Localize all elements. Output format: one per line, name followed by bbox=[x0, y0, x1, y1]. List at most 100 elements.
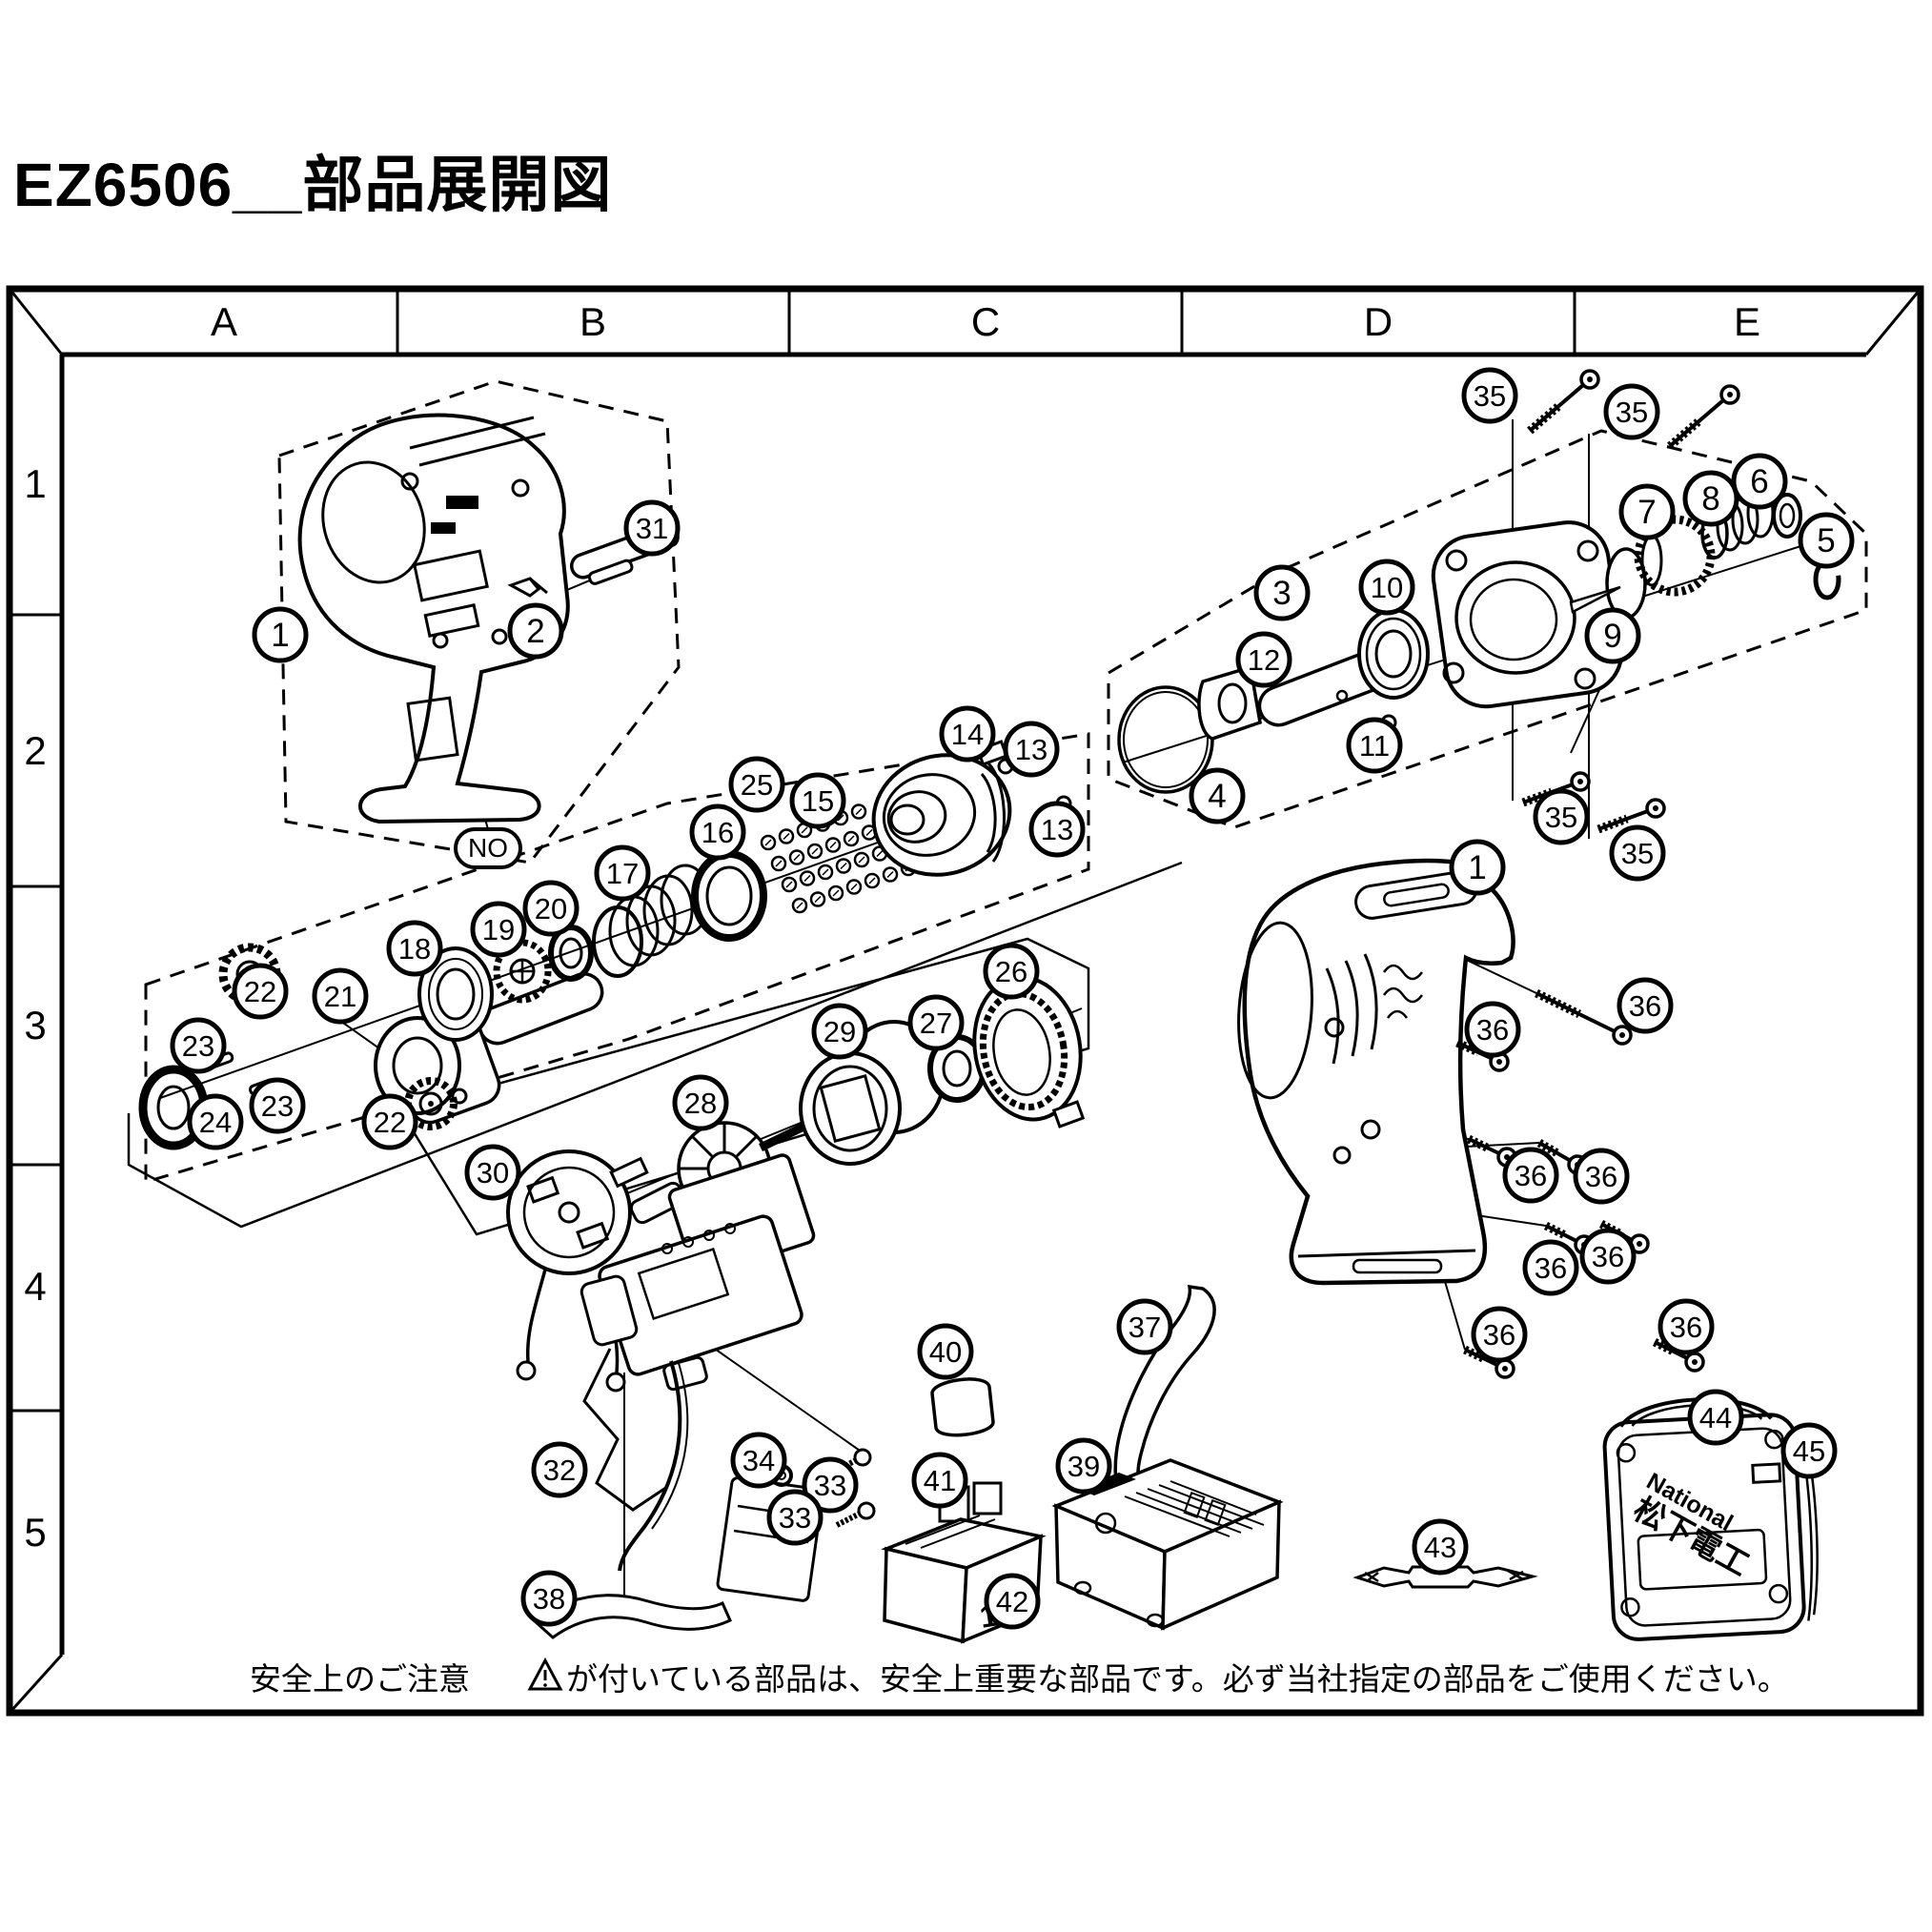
svg-text:32: 32 bbox=[543, 1454, 576, 1487]
balloon-29: 29 bbox=[811, 1003, 868, 1060]
svg-text:31: 31 bbox=[636, 512, 668, 545]
screw-35 bbox=[1527, 369, 1600, 435]
balloon-35: 35 bbox=[1609, 824, 1666, 882]
balloon-45: 45 bbox=[1780, 1422, 1838, 1479]
balloon-33: 33 bbox=[766, 1489, 824, 1546]
balloon-7: 7 bbox=[1618, 483, 1676, 540]
page-title: EZ6506__部品展開図 bbox=[13, 151, 612, 219]
svg-text:9: 9 bbox=[1603, 618, 1621, 655]
svg-text:NO: NO bbox=[468, 833, 508, 863]
hammercase-group-box bbox=[1107, 429, 1868, 829]
balloon-1: 1 bbox=[252, 606, 309, 663]
svg-text:25: 25 bbox=[741, 768, 773, 802]
svg-text:36: 36 bbox=[1629, 989, 1661, 1023]
balloon-36: 36 bbox=[1464, 1001, 1521, 1058]
balloon-23: 23 bbox=[170, 1017, 227, 1074]
svg-text:35: 35 bbox=[1545, 801, 1577, 834]
grid-row-1: 1 bbox=[24, 461, 46, 506]
balloon-36: 36 bbox=[1657, 1298, 1715, 1355]
svg-text:16: 16 bbox=[702, 816, 734, 849]
balloon-22: 22 bbox=[361, 1093, 418, 1150]
svg-text:36: 36 bbox=[1535, 1251, 1567, 1285]
balloon-9: 9 bbox=[1584, 607, 1641, 664]
svg-text:43: 43 bbox=[1424, 1531, 1456, 1564]
balloon-1: 1 bbox=[1449, 839, 1506, 896]
svg-text:8: 8 bbox=[1701, 480, 1719, 518]
balloon-14: 14 bbox=[939, 705, 996, 763]
screws bbox=[1455, 369, 1740, 1379]
svg-text:11: 11 bbox=[1359, 729, 1390, 763]
screw-33a bbox=[831, 1448, 872, 1475]
svg-text:33: 33 bbox=[779, 1501, 811, 1535]
svg-text:34: 34 bbox=[742, 1444, 775, 1477]
svg-text:35: 35 bbox=[1621, 837, 1654, 870]
svg-text:1: 1 bbox=[1468, 849, 1486, 886]
balloon-42: 42 bbox=[984, 1573, 1041, 1630]
grid-column-B: B bbox=[580, 299, 606, 344]
svg-text:36: 36 bbox=[1592, 1240, 1624, 1273]
housing-group-box bbox=[277, 379, 681, 864]
svg-text:18: 18 bbox=[398, 932, 431, 966]
geartrain-group-box bbox=[144, 732, 1090, 1185]
balloon-39: 39 bbox=[1055, 1437, 1112, 1495]
svg-text:30: 30 bbox=[477, 1156, 509, 1190]
group-boxes bbox=[144, 379, 1868, 1185]
balloon-4: 4 bbox=[1189, 767, 1246, 824]
svg-text:36: 36 bbox=[1515, 1159, 1547, 1192]
housing-half-left bbox=[297, 413, 570, 824]
grid-column-C: C bbox=[971, 299, 1000, 344]
balloon-35: 35 bbox=[1533, 788, 1590, 845]
balloon-36: 36 bbox=[1522, 1239, 1579, 1296]
balloon-36: 36 bbox=[1502, 1147, 1559, 1204]
balloon-21: 21 bbox=[312, 967, 369, 1025]
balloon-33: 33 bbox=[802, 1456, 859, 1514]
charger-39 bbox=[1051, 1458, 1284, 1631]
svg-text:36: 36 bbox=[1670, 1311, 1702, 1344]
balloon-6: 6 bbox=[1731, 453, 1788, 510]
grid-row-2: 2 bbox=[24, 728, 46, 773]
switch-32 bbox=[580, 1153, 824, 1602]
svg-text:35: 35 bbox=[1616, 396, 1648, 429]
hammer-case-9 bbox=[1431, 520, 1647, 709]
balloon-36: 36 bbox=[1617, 977, 1674, 1034]
screw-33b bbox=[835, 1501, 876, 1528]
solid-trays bbox=[127, 861, 1183, 1236]
svg-text:10: 10 bbox=[1371, 571, 1403, 604]
balloon-26: 26 bbox=[983, 943, 1040, 1000]
balloon-2: 2 bbox=[507, 602, 564, 660]
svg-text:44: 44 bbox=[1699, 1401, 1732, 1434]
svg-text:40: 40 bbox=[929, 1335, 962, 1369]
balloon-30: 30 bbox=[464, 1144, 521, 1201]
screw-35 bbox=[1596, 798, 1666, 834]
balloon-17: 17 bbox=[594, 844, 651, 902]
svg-text:35: 35 bbox=[1474, 379, 1506, 413]
svg-text:36: 36 bbox=[1585, 1160, 1617, 1193]
svg-text:3: 3 bbox=[1272, 575, 1291, 612]
svg-text:12: 12 bbox=[1248, 643, 1280, 677]
driver-bit-43 bbox=[1352, 1565, 1538, 1589]
svg-text:13: 13 bbox=[1015, 733, 1047, 766]
svg-text:27: 27 bbox=[920, 1007, 952, 1040]
balloon-43: 43 bbox=[1412, 1518, 1469, 1576]
screw-36 bbox=[1535, 988, 1633, 1046]
balloon-13: 13 bbox=[1003, 721, 1060, 778]
svg-text:22: 22 bbox=[244, 975, 276, 1008]
balloon-15: 15 bbox=[789, 772, 846, 829]
svg-text:13: 13 bbox=[1041, 813, 1073, 846]
grid-row-3: 3 bbox=[24, 1003, 46, 1047]
balloon-13: 13 bbox=[1028, 801, 1086, 858]
safety-note-text: が付いている部品は、安全上重要な部品です。必ず当社指定の部品をご使用ください。 bbox=[566, 1661, 1789, 1697]
svg-text:38: 38 bbox=[533, 1582, 565, 1616]
balloon-5: 5 bbox=[1798, 512, 1855, 569]
brush-holder-30 bbox=[506, 1149, 649, 1393]
motor-yoke-29 bbox=[799, 1020, 946, 1166]
balloon-32: 32 bbox=[531, 1441, 588, 1498]
balloon-22: 22 bbox=[232, 963, 289, 1020]
balloon-20: 20 bbox=[522, 880, 580, 937]
svg-text:22: 22 bbox=[374, 1106, 406, 1139]
svg-text:5: 5 bbox=[1817, 522, 1835, 559]
